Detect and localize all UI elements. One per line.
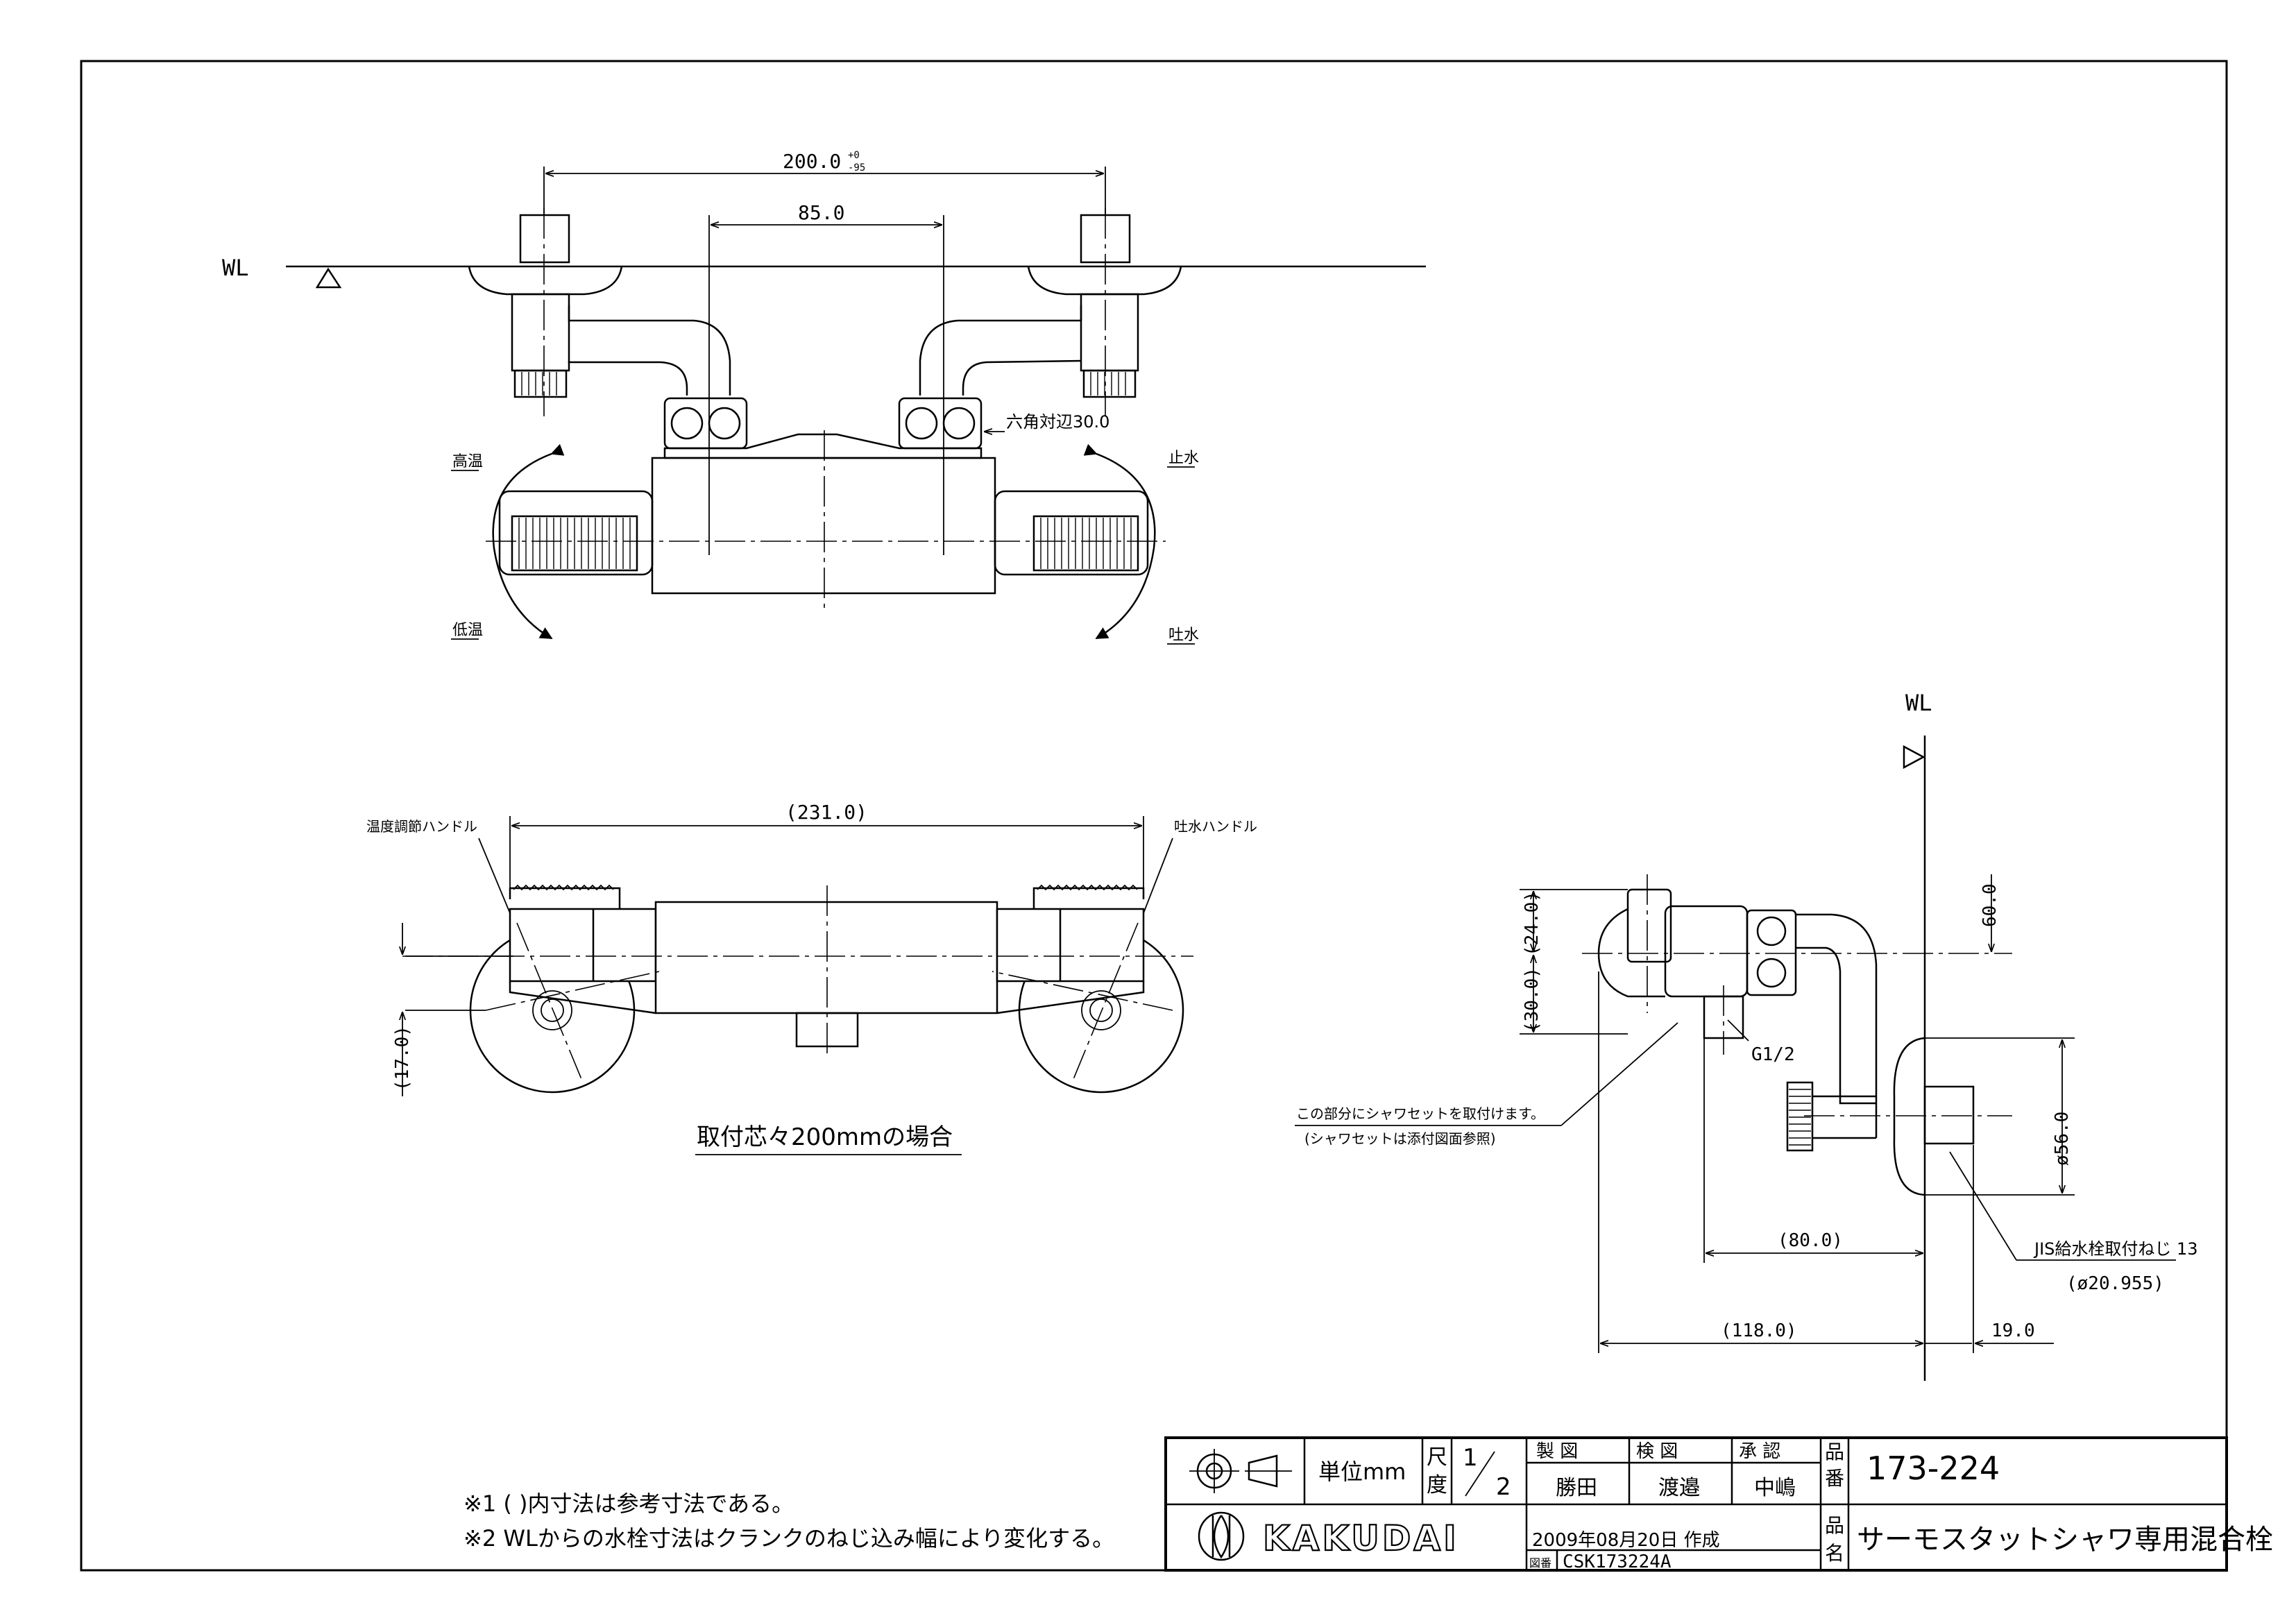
jis-note: JIS給水栓取付ねじ 13 bbox=[2033, 1239, 2198, 1259]
side-view: WL bbox=[1295, 690, 2198, 1381]
front-caption: 取付芯々200mmの場合 bbox=[697, 1123, 953, 1151]
part-no: 173-224 bbox=[1866, 1450, 2000, 1487]
right-handle bbox=[994, 490, 1149, 576]
scale-den: 2 bbox=[1496, 1473, 1511, 1501]
part-name-label-2: 名 bbox=[1825, 1542, 1844, 1565]
top-view: WL 200.0 +0 -95 85.0 bbox=[222, 150, 1426, 645]
side-knurl bbox=[1786, 1081, 1814, 1152]
side-nut bbox=[1746, 909, 1797, 996]
right-knurl-lines bbox=[1090, 372, 1126, 396]
dim-118: (118.0) bbox=[1721, 1320, 1797, 1341]
drawn-by-label: 製 図 bbox=[1536, 1441, 1578, 1462]
unit-label: 単位mm bbox=[1318, 1459, 1406, 1485]
dim-56: ø56.0 bbox=[2052, 1112, 2073, 1166]
part-no-label-2: 番 bbox=[1825, 1467, 1844, 1490]
thread-g-label: G1/2 bbox=[1751, 1044, 1795, 1065]
drawing-border bbox=[80, 60, 2228, 1572]
left-nut bbox=[663, 397, 748, 450]
part-name-label-1: 品 bbox=[1825, 1514, 1844, 1537]
wl-label-top: WL bbox=[222, 255, 249, 281]
left-rotation-arrow bbox=[492, 443, 565, 640]
dim-24: (24.0) bbox=[1522, 891, 1542, 956]
right-crank-inner bbox=[962, 359, 1082, 396]
right-handle-body bbox=[996, 908, 1145, 983]
shower-note-2: (シャワセットは添付図面参照) bbox=[1304, 1130, 1496, 1147]
note-2: ※2 WLからの水栓寸法はクランクのねじ込み幅により変化する。 bbox=[464, 1525, 1114, 1552]
scale-label-2: 度 bbox=[1427, 1473, 1447, 1497]
right-rotation-arrow bbox=[1083, 443, 1156, 640]
approved-by: 中嶋 bbox=[1754, 1476, 1796, 1500]
left-handle bbox=[498, 490, 654, 576]
drawn-by: 勝田 bbox=[1556, 1476, 1597, 1500]
side-body bbox=[1664, 905, 1749, 998]
side-flange bbox=[1893, 1037, 1925, 1196]
right-crank-outer bbox=[919, 305, 1082, 396]
wl-label-side: WL bbox=[1905, 690, 1932, 716]
discharge-handle-label: 吐水ハンドル bbox=[1174, 818, 1257, 835]
scale-label-1: 尺 bbox=[1427, 1445, 1447, 1470]
title-block: 単位mm 尺 度 1 2 製 図 検 図 承 認 勝田 渡邉 中嶋 2009年0… bbox=[1164, 1436, 2273, 1572]
left-handle-knurl-lines bbox=[518, 518, 631, 569]
left-crank-outer bbox=[568, 305, 731, 396]
dim-overall-tol-minus: -95 bbox=[848, 162, 865, 173]
right-knurl bbox=[1082, 369, 1137, 398]
wl-marker-side bbox=[1903, 745, 1925, 770]
projection-symbol-icon bbox=[1189, 1449, 1292, 1493]
left-knurl bbox=[513, 369, 568, 398]
drawing-no-label: 図番 bbox=[1529, 1556, 1551, 1570]
front-view: (231.0) 温度調節ハンドル 吐水ハンドル bbox=[366, 801, 1257, 1155]
left-handle-knurl bbox=[511, 515, 638, 572]
dim-length: (231.0) bbox=[785, 801, 867, 824]
notes: ※1 ( )内寸法は参考寸法である。 ※2 WLからの水栓寸法はクランクのねじ込… bbox=[464, 1490, 1114, 1552]
dim-height: (17.0) bbox=[392, 1026, 413, 1091]
side-handle bbox=[1626, 888, 1672, 963]
jis-diameter: (ø20.955) bbox=[2066, 1273, 2164, 1294]
part-no-label-1: 品 bbox=[1825, 1441, 1844, 1463]
right-nut bbox=[898, 397, 983, 450]
right-handle-knurl bbox=[1032, 515, 1139, 572]
main-body-front bbox=[654, 901, 998, 1014]
right-body bbox=[1080, 293, 1139, 372]
side-crank-outer bbox=[1796, 913, 1878, 1138]
dim-overall-tol-plus: +0 bbox=[848, 150, 860, 161]
scale-num: 1 bbox=[1463, 1444, 1478, 1472]
checked-by: 渡邉 bbox=[1658, 1476, 1700, 1500]
right-flange bbox=[1027, 266, 1182, 296]
left-body bbox=[511, 293, 570, 372]
water-stop-label: 止水 bbox=[1168, 450, 1199, 467]
approved-by-label: 承 認 bbox=[1739, 1441, 1780, 1462]
dim-19: 19.0 bbox=[1991, 1320, 2035, 1341]
water-discharge-label: 吐水 bbox=[1168, 627, 1199, 644]
shower-note-1: この部分にシャワセットを取付けます。 bbox=[1296, 1105, 1545, 1122]
note-1: ※1 ( )内寸法は参考寸法である。 bbox=[464, 1490, 794, 1517]
drawing-no: CSK173224A bbox=[1563, 1552, 1672, 1572]
left-crank-inner bbox=[568, 361, 688, 396]
part-name: サーモスタットシャワ専用混合栓 bbox=[1857, 1524, 2273, 1556]
dim-center: 85.0 bbox=[798, 201, 844, 224]
company-name: KAKUDAI bbox=[1263, 1518, 1459, 1558]
dim-80: (80.0) bbox=[1778, 1230, 1843, 1251]
right-handle-knurl-lines bbox=[1040, 518, 1132, 569]
body-top bbox=[663, 433, 983, 459]
dim-30: (30.0) bbox=[1522, 967, 1542, 1033]
hex-label: 六角対辺30.0 bbox=[1006, 412, 1109, 432]
temp-low-label: 低温 bbox=[452, 622, 483, 639]
side-stub bbox=[1923, 1085, 1975, 1145]
dim-overall: 200.0 bbox=[783, 150, 841, 173]
right-knurl-top bbox=[1032, 887, 1145, 909]
left-knurl-top bbox=[509, 887, 621, 909]
checked-by-label: 検 図 bbox=[1636, 1441, 1678, 1462]
left-stub bbox=[519, 214, 570, 264]
temp-high-label: 高温 bbox=[452, 453, 483, 470]
dim-60: 60.0 bbox=[1980, 883, 2000, 927]
temp-handle-label: 温度調節ハンドル bbox=[366, 818, 477, 835]
kakudai-logo-icon: KAKUDAI bbox=[1198, 1511, 1459, 1561]
left-flange bbox=[468, 266, 623, 296]
wl-marker-top bbox=[315, 267, 342, 289]
left-knurl-lines bbox=[521, 372, 557, 396]
date: 2009年08月20日 作成 bbox=[1532, 1530, 1720, 1551]
left-handle-body bbox=[509, 908, 657, 983]
